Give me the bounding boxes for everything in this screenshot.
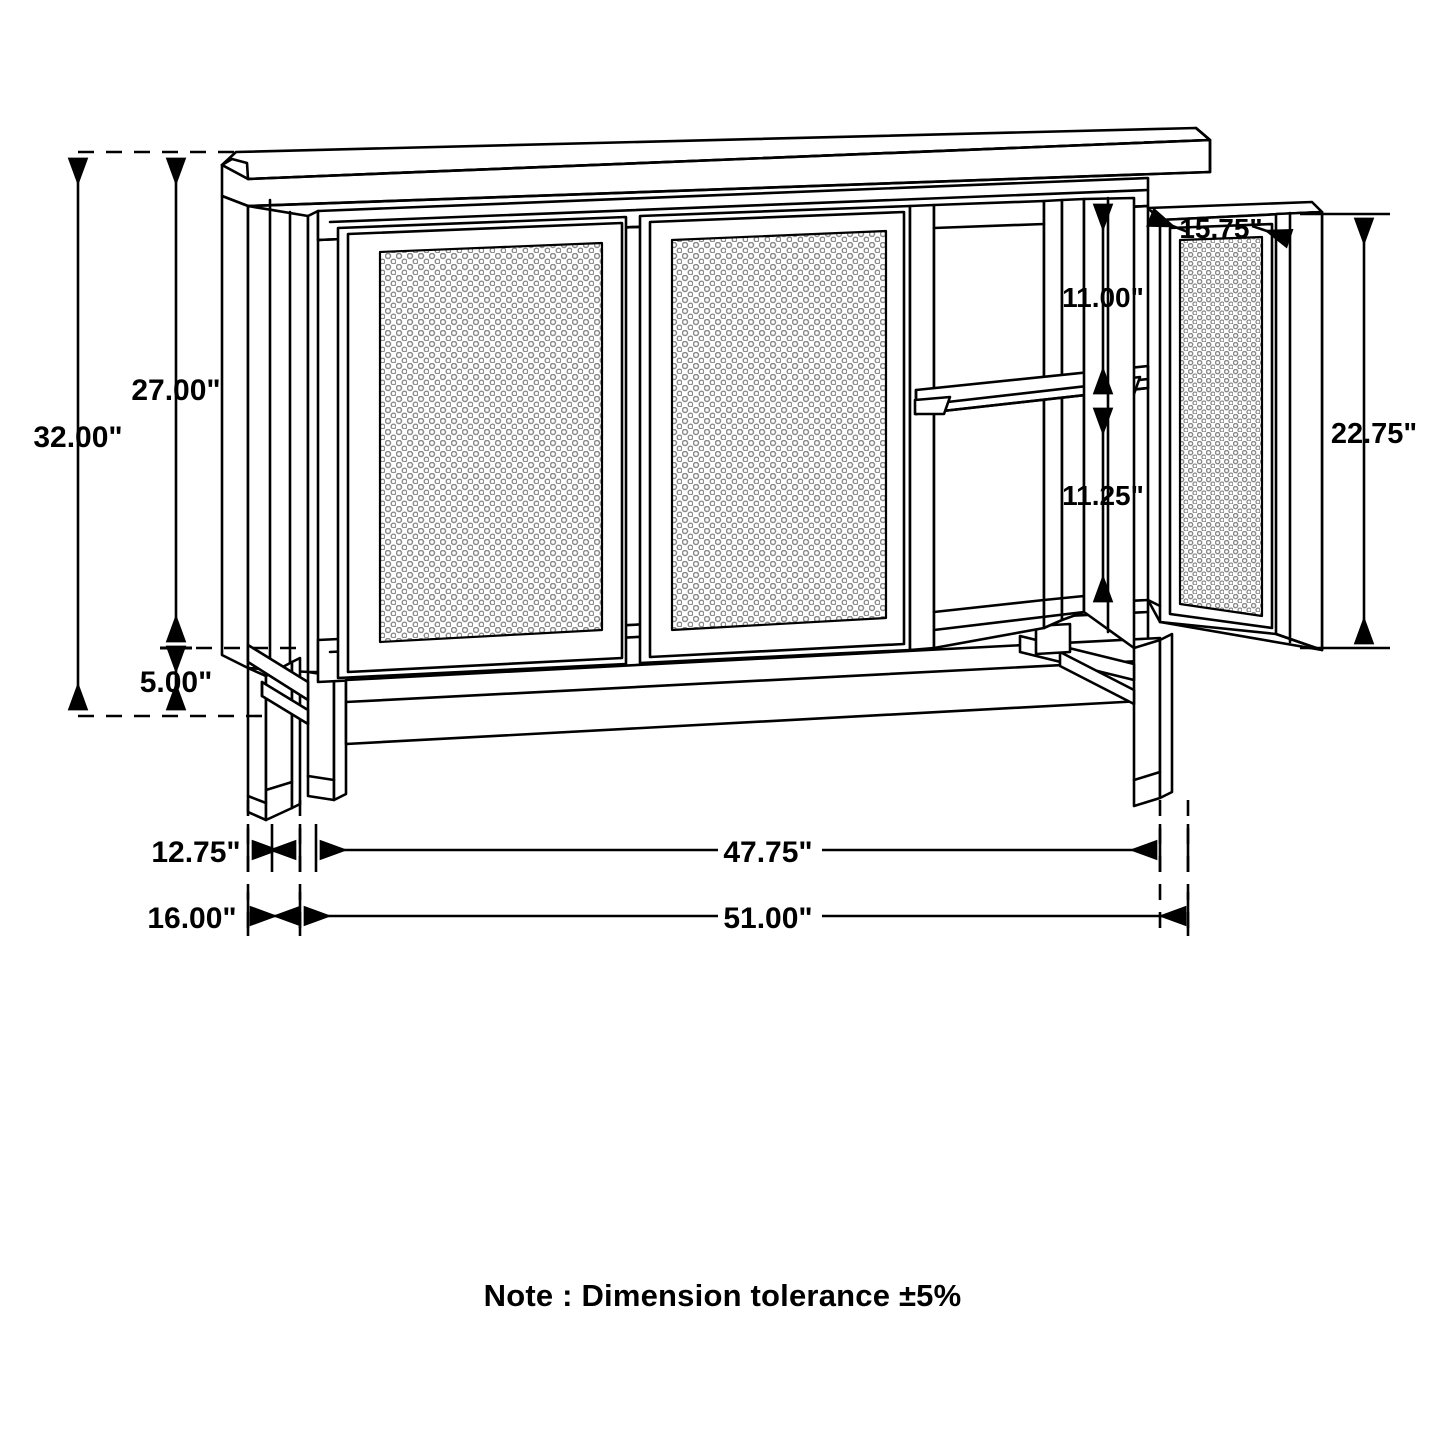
- extension-lines-bottom: [246, 800, 1190, 930]
- cabinet-center-stile: [908, 203, 936, 652]
- cabinet-left-side-panel: [220, 194, 320, 674]
- right-side-stretcher: [1018, 622, 1136, 706]
- extension-lines-left: [78, 150, 300, 718]
- cabinet-right-front-leg: [1132, 632, 1174, 808]
- dim-door-width: [1146, 207, 1294, 249]
- cabinet-door-right-open[interactable]: [1146, 200, 1324, 652]
- dim-label-1575: 15.75": [1179, 213, 1262, 244]
- cabinet-top-slab: [220, 126, 1212, 208]
- left-side-stretcher: [246, 643, 310, 726]
- dim-label-27: 27.00": [131, 374, 220, 407]
- dim-label-2275: 22.75": [1331, 418, 1417, 450]
- dim-door-height: [1300, 212, 1390, 650]
- dim-label-32: 32.00": [33, 421, 122, 454]
- cabinet-left-rear-leg: [306, 670, 348, 802]
- shelf-support-left: [913, 395, 952, 416]
- cane-panel-right-open: [1178, 235, 1264, 618]
- dim-label-51: 51.00": [723, 902, 812, 935]
- dim-leg-height: [160, 645, 192, 711]
- dim-label-1275: 12.75": [151, 836, 240, 869]
- dimension-annotations: [67, 150, 1390, 936]
- cabinet-door-left[interactable]: [336, 215, 628, 680]
- dim-label-1125: 11.25": [1062, 480, 1144, 511]
- cabinet-door-middle[interactable]: [638, 204, 912, 665]
- cane-panel-left: [378, 241, 604, 644]
- cabinet-open-bay-interior: [913, 197, 1150, 650]
- dim-label-4775: 47.75": [723, 836, 812, 869]
- dim-label-16: 16.00": [147, 902, 236, 935]
- extension-ticks: [246, 824, 1190, 936]
- dim-label-5: 5.00": [140, 666, 213, 699]
- cabinet-assembly: [220, 126, 1324, 822]
- dimension-labels: 32.00" 27.00" 5.00" 11.00" 11.25" 15.75"…: [33, 213, 1417, 935]
- cabinet-right-side-panel: [1082, 196, 1136, 650]
- tolerance-note: Note : Dimension tolerance ±5%: [483, 1278, 962, 1313]
- dim-label-11: 11.00": [1062, 282, 1144, 313]
- cane-panel-middle: [670, 229, 888, 632]
